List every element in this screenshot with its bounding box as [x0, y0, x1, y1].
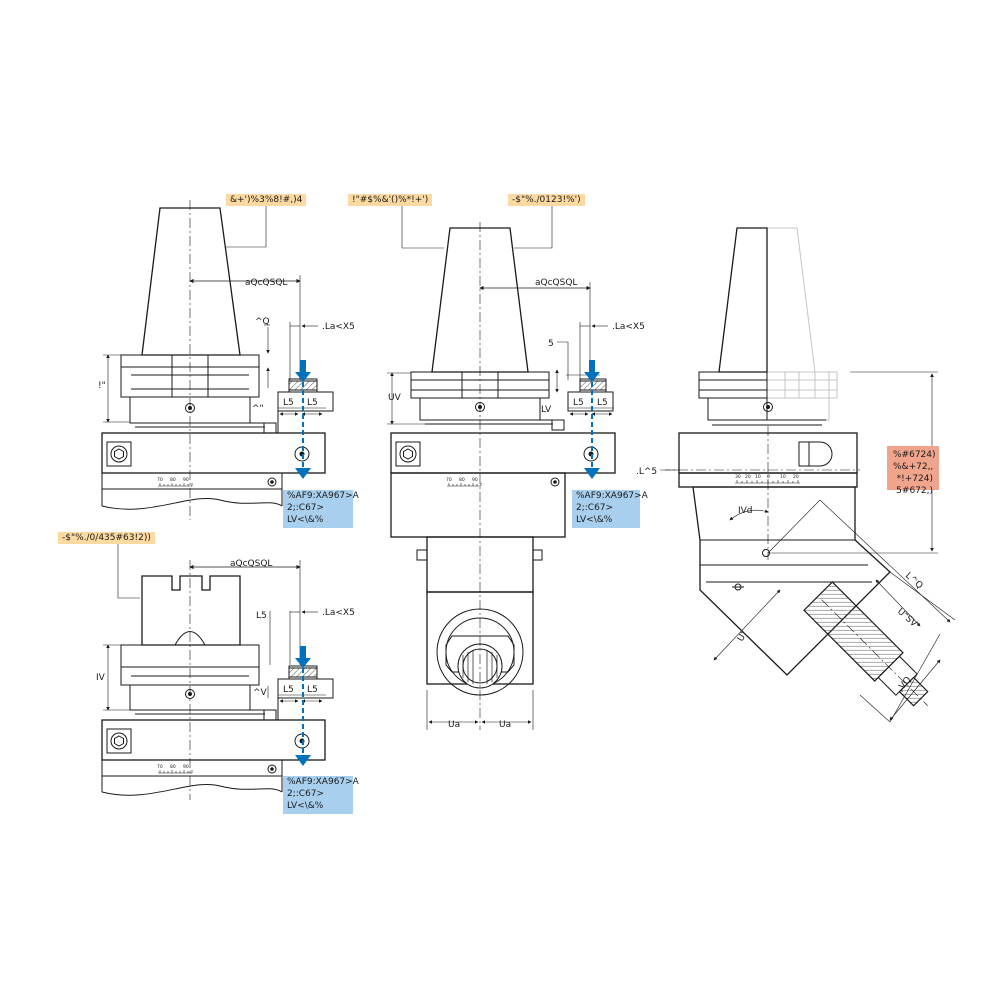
dim-u-quote: U" [736, 629, 750, 643]
dim-small-gap: ^" [252, 404, 264, 414]
scale-tick-label: 20 [793, 474, 799, 480]
dim-av: ^V [253, 688, 268, 698]
dim-lv: LV [541, 405, 552, 415]
scale-tick-label: 90 [183, 764, 189, 770]
scale-tick-label: 70 [446, 477, 452, 483]
dim-five: 5 [548, 339, 554, 349]
scale-tick-label: 80 [170, 764, 176, 770]
dim-iv: IV [96, 673, 106, 683]
scale-tick-label: 70 [157, 477, 163, 483]
scale-ticks-right [735, 479, 800, 484]
dim-diag-2: U"SV [895, 607, 919, 630]
scale-tick-label: 10 [780, 474, 786, 480]
scale-tick-label: 10 [755, 474, 761, 480]
scale-ticks-left-1 [158, 483, 193, 487]
dim-l5-c: L5 [573, 398, 584, 408]
callout-coolant-3: %AF9:XA967>A 2;:C67> LV<\&% [283, 776, 359, 814]
holder-view-middle [387, 206, 616, 730]
scale-ticks-middle [447, 483, 482, 487]
coolant-arrows [295, 360, 600, 766]
callout-shank-type-4: -$"%./0/435#63!2)) [58, 532, 155, 544]
dim-l5-g: L5 [256, 611, 267, 621]
scale-tick-label: 90 [183, 477, 189, 483]
dim-axis-offset-2: aQcQSQL [535, 278, 577, 288]
scale-tick-label: 30 [735, 474, 741, 480]
dim-axis-offset-1: aQcQSQL [245, 278, 287, 288]
callout-shank-type-1: &+')%3%8!#,)4 [226, 194, 307, 206]
dim-l5-e: L5 [283, 685, 294, 695]
dim-la-2: .La<X5 [612, 322, 645, 332]
dim-ua-1: Ua [448, 720, 460, 730]
dim-axis-offset-3: aQcQSQL [230, 559, 272, 569]
callout-dimension-note: %#6724) %&+72,, *!+724) 5#672,) [887, 446, 939, 496]
coolant-arrow-1 [295, 360, 311, 479]
dim-height-left: !" [98, 381, 106, 391]
scale-numbers: 70 80 90 70 80 90 70 80 90 30 20 10 0 10… [157, 474, 799, 770]
scale-tick-label: 20 [745, 474, 751, 480]
dim-l5-b: L5 [307, 398, 318, 408]
dim-l5-a: L5 [283, 398, 294, 408]
coolant-arrow-3 [295, 646, 311, 766]
dim-angle: IVd [738, 506, 753, 516]
callout-coolant-2: %AF9:XA967>A 2;:C67> LV<\&% [572, 490, 648, 528]
callout-shank-type-2: !"#$%&'()%*!+') [348, 194, 433, 206]
dim-ua-2: Ua [499, 720, 511, 730]
scale-tick-label: 90 [472, 477, 478, 483]
callout-coolant-1: %AF9:XA967>A 2;:C67> LV<\&% [283, 490, 359, 528]
coolant-arrow-2 [584, 360, 600, 479]
scale-tick-label: 0 [767, 474, 770, 480]
dim-la-1: .La<X5 [322, 322, 355, 332]
scale-tick-label: 70 [157, 764, 163, 770]
dim-l5-f: L5 [307, 685, 318, 695]
angle-head-view-right [660, 227, 956, 723]
dim-la-3: .La<X5 [322, 608, 355, 618]
holder-view-bottom-left [101, 544, 334, 800]
callout-shank-type-3: -$"%./0123!%') [508, 194, 585, 206]
scale-tick-label: 80 [459, 477, 465, 483]
scale-ticks-left-2 [158, 770, 193, 774]
dim-l5-d: L5 [597, 398, 608, 408]
dim-diag-1: L^Q [903, 571, 924, 592]
dim-l-caret-5: .L^5 [636, 467, 657, 477]
dim-ring: ^Q [255, 317, 270, 327]
dim-uv: UV [388, 393, 402, 403]
scale-tick-label: 80 [170, 477, 176, 483]
